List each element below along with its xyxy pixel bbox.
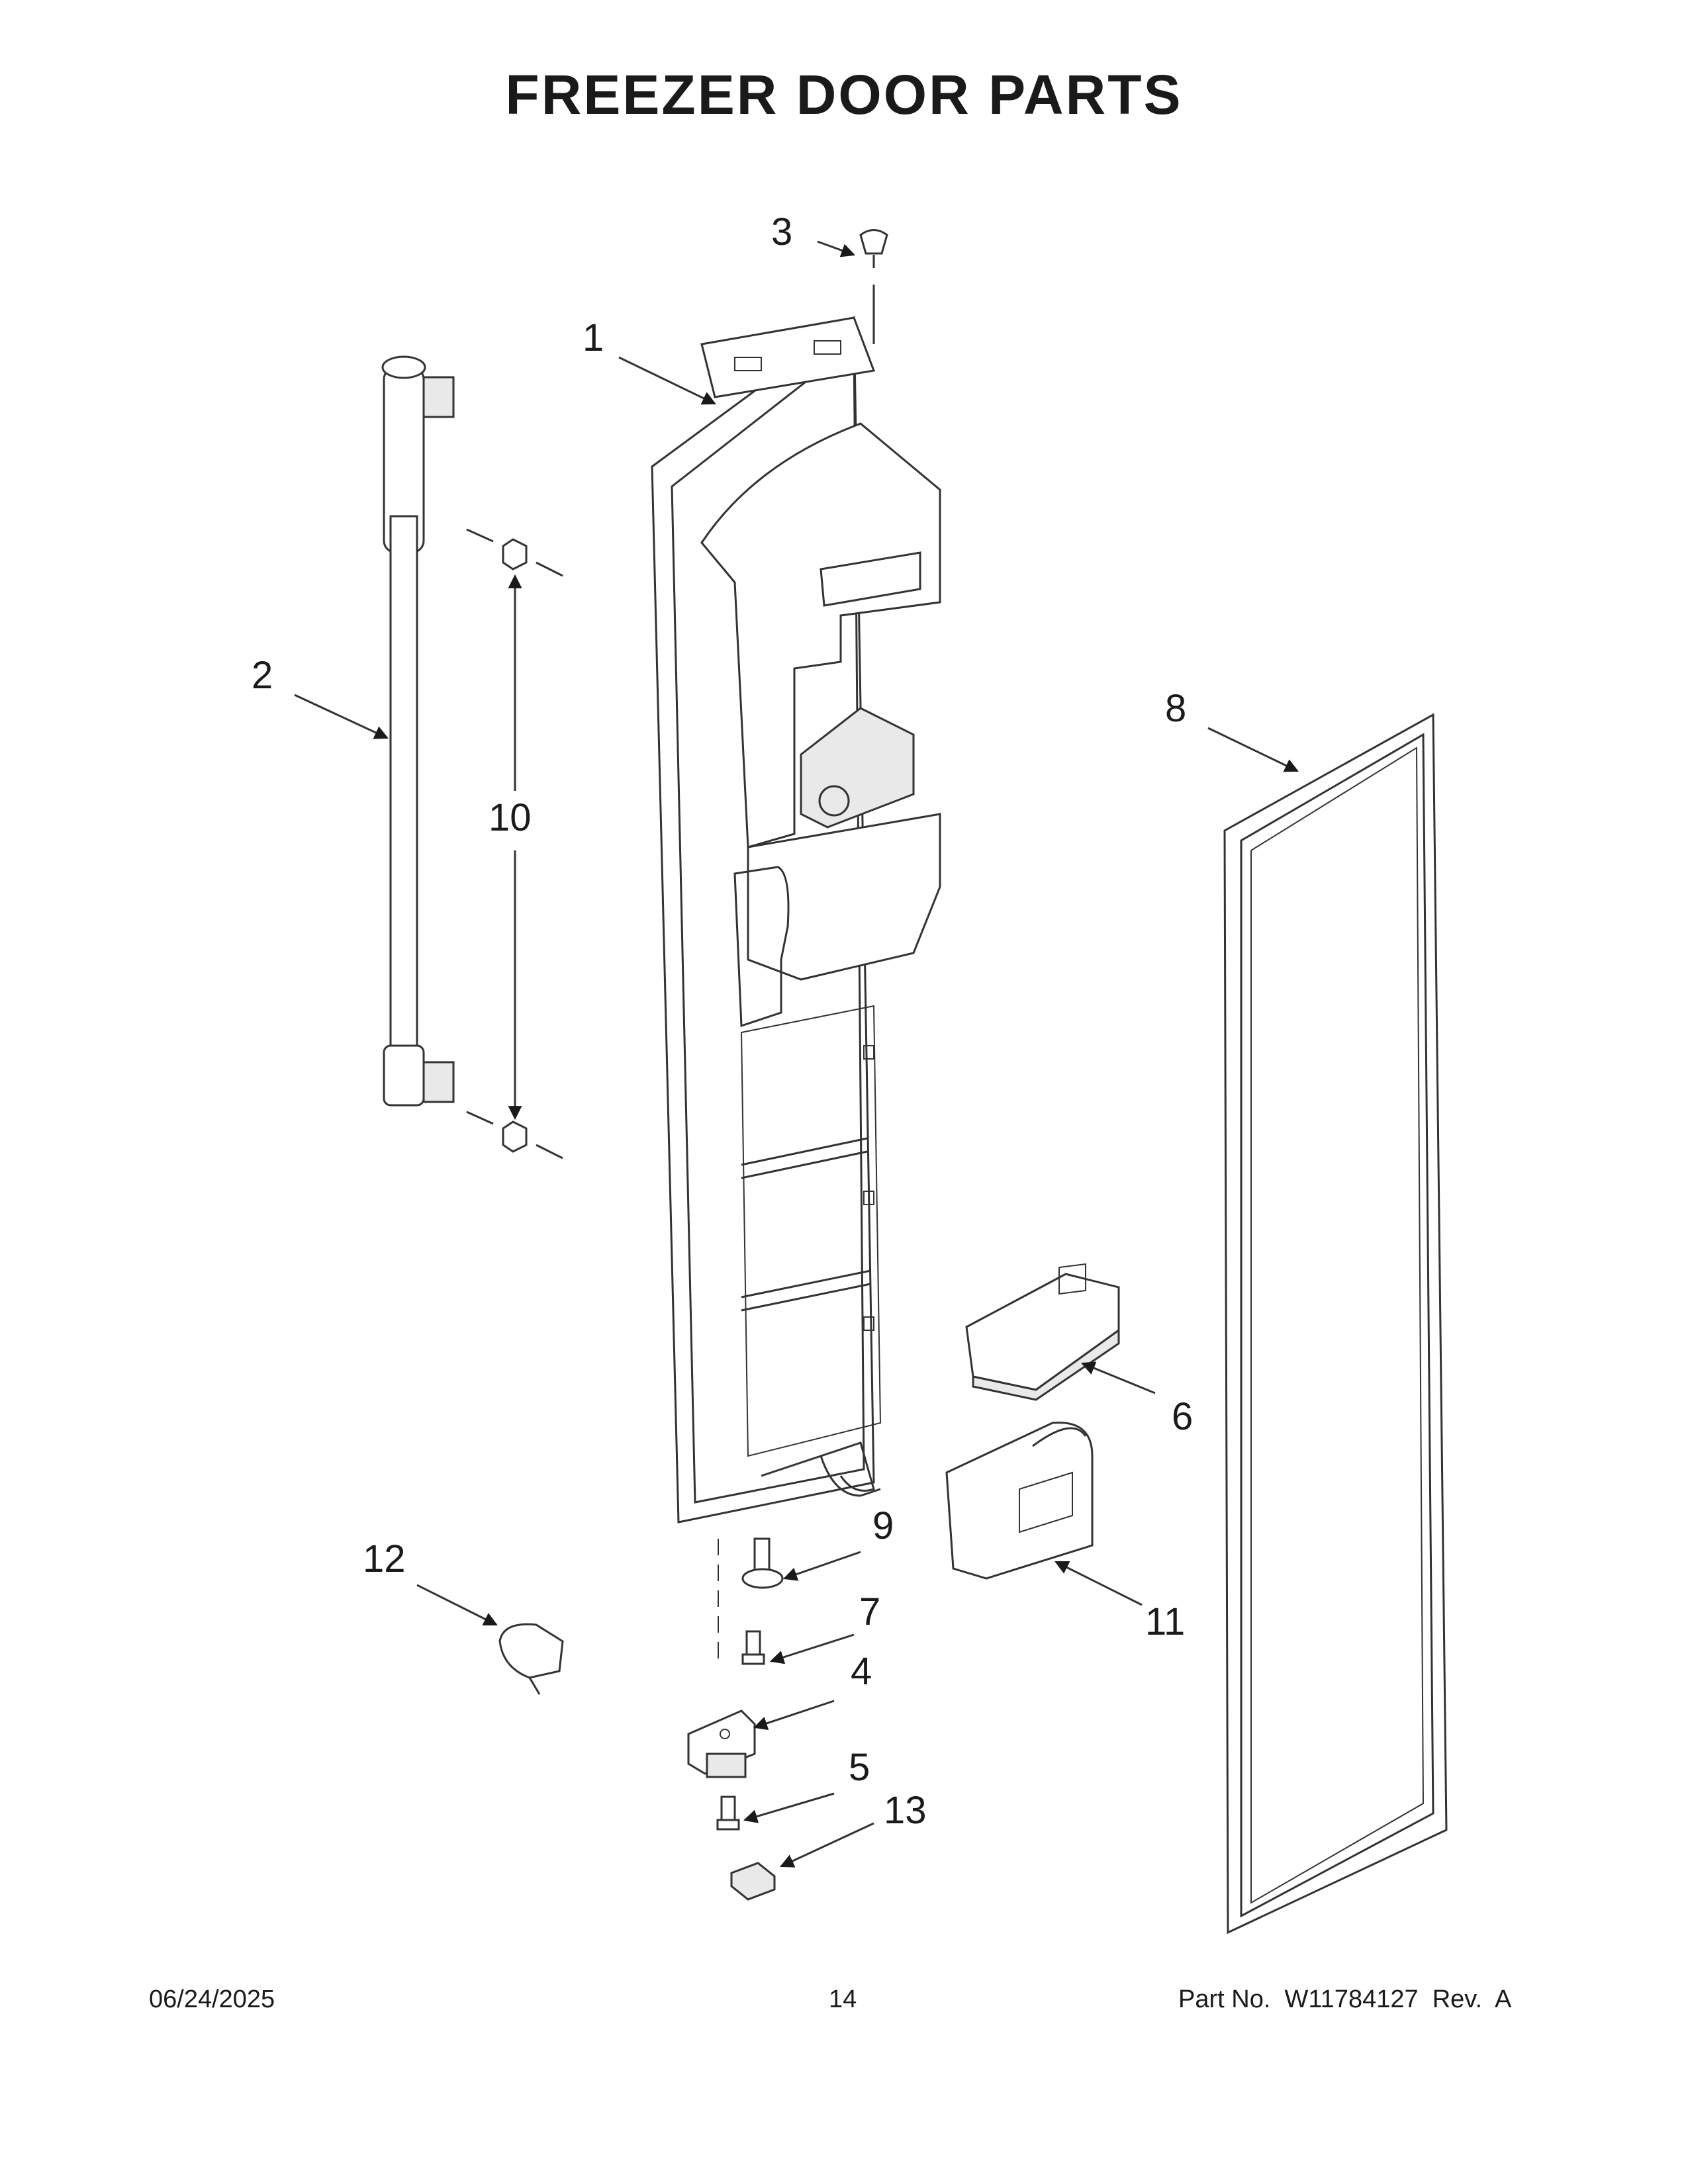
door-bin-upper-part [965,1263,1120,1401]
plug-part [859,229,888,344]
leader-arrows [294,240,1299,1868]
callout-labels: 1 2 3 4 5 6 7 8 9 10 11 12 13 [252,210,1193,1832]
footer-date: 06/24/2025 [149,1985,275,2013]
callout-10: 10 [489,796,532,839]
screw-part-5 [716,1796,740,1831]
callout-13: 13 [884,1789,927,1832]
callout-12: 12 [363,1537,406,1580]
callout-4: 4 [851,1650,872,1693]
freezer-door-part [651,316,941,1524]
handle-stud-part [466,528,563,1160]
page-title: FREEZER DOOR PARTS [505,64,1183,126]
callout-3: 3 [771,210,792,253]
callout-5: 5 [849,1746,870,1789]
hinge-cap-part [730,1862,776,1901]
callout-1: 1 [583,316,604,359]
callout-11: 11 [1145,1600,1185,1643]
callout-9: 9 [872,1504,894,1547]
clip-part [498,1623,564,1695]
callout-2: 2 [252,654,273,697]
callout-7: 7 [859,1590,880,1633]
callout-6: 6 [1172,1395,1193,1438]
lower-hinge-part [687,1709,756,1778]
footer-part-number: Part No. W11784127 Rev. A [1178,1985,1512,2013]
door-bin-lower-part [945,1422,1094,1580]
callout-8: 8 [1165,687,1186,730]
door-gasket-part [1223,713,1448,1934]
footer-page-number: 14 [829,1985,857,2013]
door-handle-part [381,355,455,1107]
screw-part-7 [741,1630,765,1665]
hinge-pin-part [718,1537,784,1661]
